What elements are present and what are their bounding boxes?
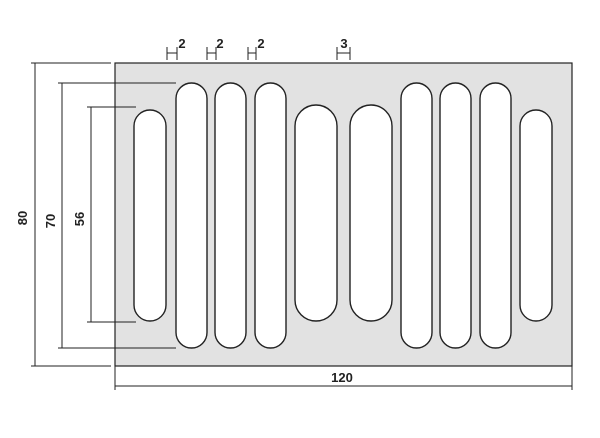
dimension-long-slot-70 <box>58 82 176 349</box>
slot-wide <box>349 104 393 322</box>
slot-short <box>133 109 167 322</box>
slot-long <box>439 82 472 349</box>
slot-long <box>479 82 512 349</box>
dimension-width-120 <box>114 366 573 390</box>
dimension-height-80 <box>31 62 111 367</box>
slot-long <box>254 82 287 349</box>
label-gap-4: 3 <box>340 36 347 51</box>
label-overall-height: 80 <box>15 211 30 225</box>
dimension-gap-4 <box>336 47 351 60</box>
slot-long <box>400 82 433 349</box>
label-gap-1: 2 <box>178 36 185 51</box>
dimension-short-slot-56 <box>87 106 136 323</box>
dimension-gap-1 <box>166 47 178 60</box>
slot-short <box>519 109 553 322</box>
dimension-gap-3 <box>247 47 257 60</box>
slot-long <box>214 82 247 349</box>
label-gap-2: 2 <box>216 36 223 51</box>
slot-long <box>175 82 208 349</box>
label-gap-3: 2 <box>257 36 264 51</box>
label-overall-width: 120 <box>331 370 353 385</box>
label-long-slot-length: 70 <box>43 214 58 228</box>
slot-wide <box>294 104 338 322</box>
label-short-slot-length: 56 <box>72 212 87 226</box>
dimension-gap-2 <box>206 47 217 60</box>
